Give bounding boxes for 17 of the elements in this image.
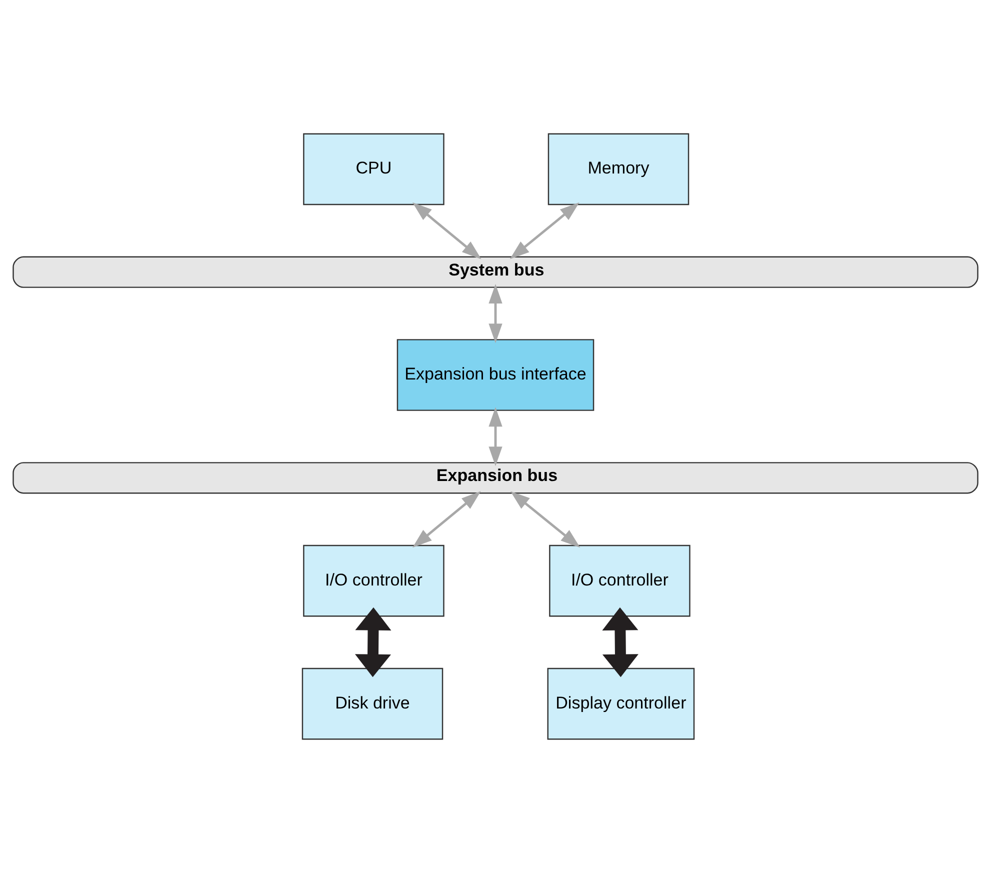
arrow — [488, 284, 502, 343]
node-box: Expansion bus interface — [396, 338, 594, 410]
arrow — [510, 202, 580, 259]
arrow — [412, 202, 482, 259]
arrow — [602, 606, 638, 677]
node-box: CPU — [303, 132, 444, 205]
node-box: Display controller — [547, 667, 695, 740]
arrow — [510, 490, 580, 548]
node-box: Memory — [548, 132, 690, 205]
node-box: Disk drive — [302, 667, 444, 740]
node-box: Expansion bus — [12, 462, 978, 494]
arrow — [488, 406, 502, 466]
node-box: I/O controller — [303, 544, 444, 616]
arrow — [354, 606, 392, 677]
node-box: System bus — [12, 256, 978, 288]
arrow — [412, 490, 481, 548]
node-box: I/O controller — [549, 544, 690, 616]
